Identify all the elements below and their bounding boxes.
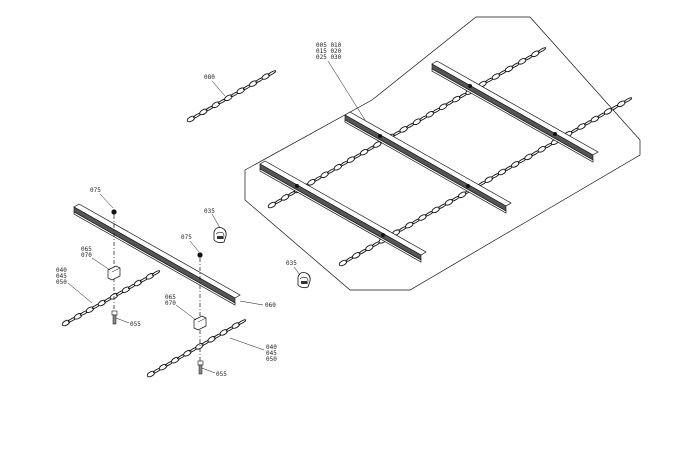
- chain-left: [61, 270, 161, 327]
- label-chain-left-2: 045: [56, 273, 67, 280]
- chain-080: [186, 70, 277, 123]
- chain-link: [237, 319, 247, 325]
- screw-left: [111, 310, 118, 325]
- kit-outline: [244, 16, 641, 291]
- clamp-mid: [193, 315, 207, 331]
- label-chain-right-2: 045: [266, 350, 277, 357]
- chain-link: [267, 70, 277, 76]
- hook-upper: [213, 227, 227, 244]
- chain-link: [151, 270, 161, 276]
- label-clamp-left-1: 065: [81, 246, 92, 253]
- label-chain-left-1: 040: [56, 267, 67, 274]
- label-hook-lower: 035: [286, 260, 297, 267]
- part-labels: 005 010 015 020 025 030 080 075 075 035 …: [56, 42, 342, 378]
- label-clamp-mid-1: 065: [165, 294, 176, 301]
- clamp-left: [107, 265, 121, 281]
- label-screw-left: 055: [130, 321, 141, 328]
- kit-rail-back: [431, 60, 599, 163]
- label-clamp-mid-2: 070: [165, 300, 176, 307]
- label-chain-080: 080: [204, 74, 215, 81]
- chain-right: [146, 319, 247, 378]
- label-chain-right-3: 050: [266, 356, 277, 363]
- chain-link: [623, 97, 633, 103]
- label-clamp-left-2: 070: [81, 252, 92, 259]
- label-bolt-mid: 075: [181, 234, 192, 241]
- label-rail-060: 060: [265, 302, 276, 309]
- chain-link: [537, 47, 547, 53]
- kit-rail-front: [259, 160, 427, 263]
- label-kit-row-1: 005 010: [316, 42, 342, 49]
- bolt-075-left: [111, 209, 117, 312]
- label-kit-row-2: 015 020: [316, 48, 342, 55]
- hook-lower: [297, 272, 311, 289]
- label-chain-right-1: 040: [266, 344, 277, 351]
- leader-lines: [67, 60, 366, 374]
- kit-chain-upper: [267, 47, 547, 209]
- label-chain-left-3: 050: [56, 279, 67, 286]
- kit-chain-lower: [338, 97, 633, 267]
- bolt-075-mid: [197, 252, 203, 362]
- label-bolt-left: 075: [90, 187, 101, 194]
- label-screw-right: 055: [216, 371, 227, 378]
- screw-right: [197, 360, 204, 375]
- label-kit-row-3: 025 030: [316, 54, 342, 61]
- label-hook-upper: 035: [204, 208, 215, 215]
- kit-rail-middle: [344, 111, 512, 214]
